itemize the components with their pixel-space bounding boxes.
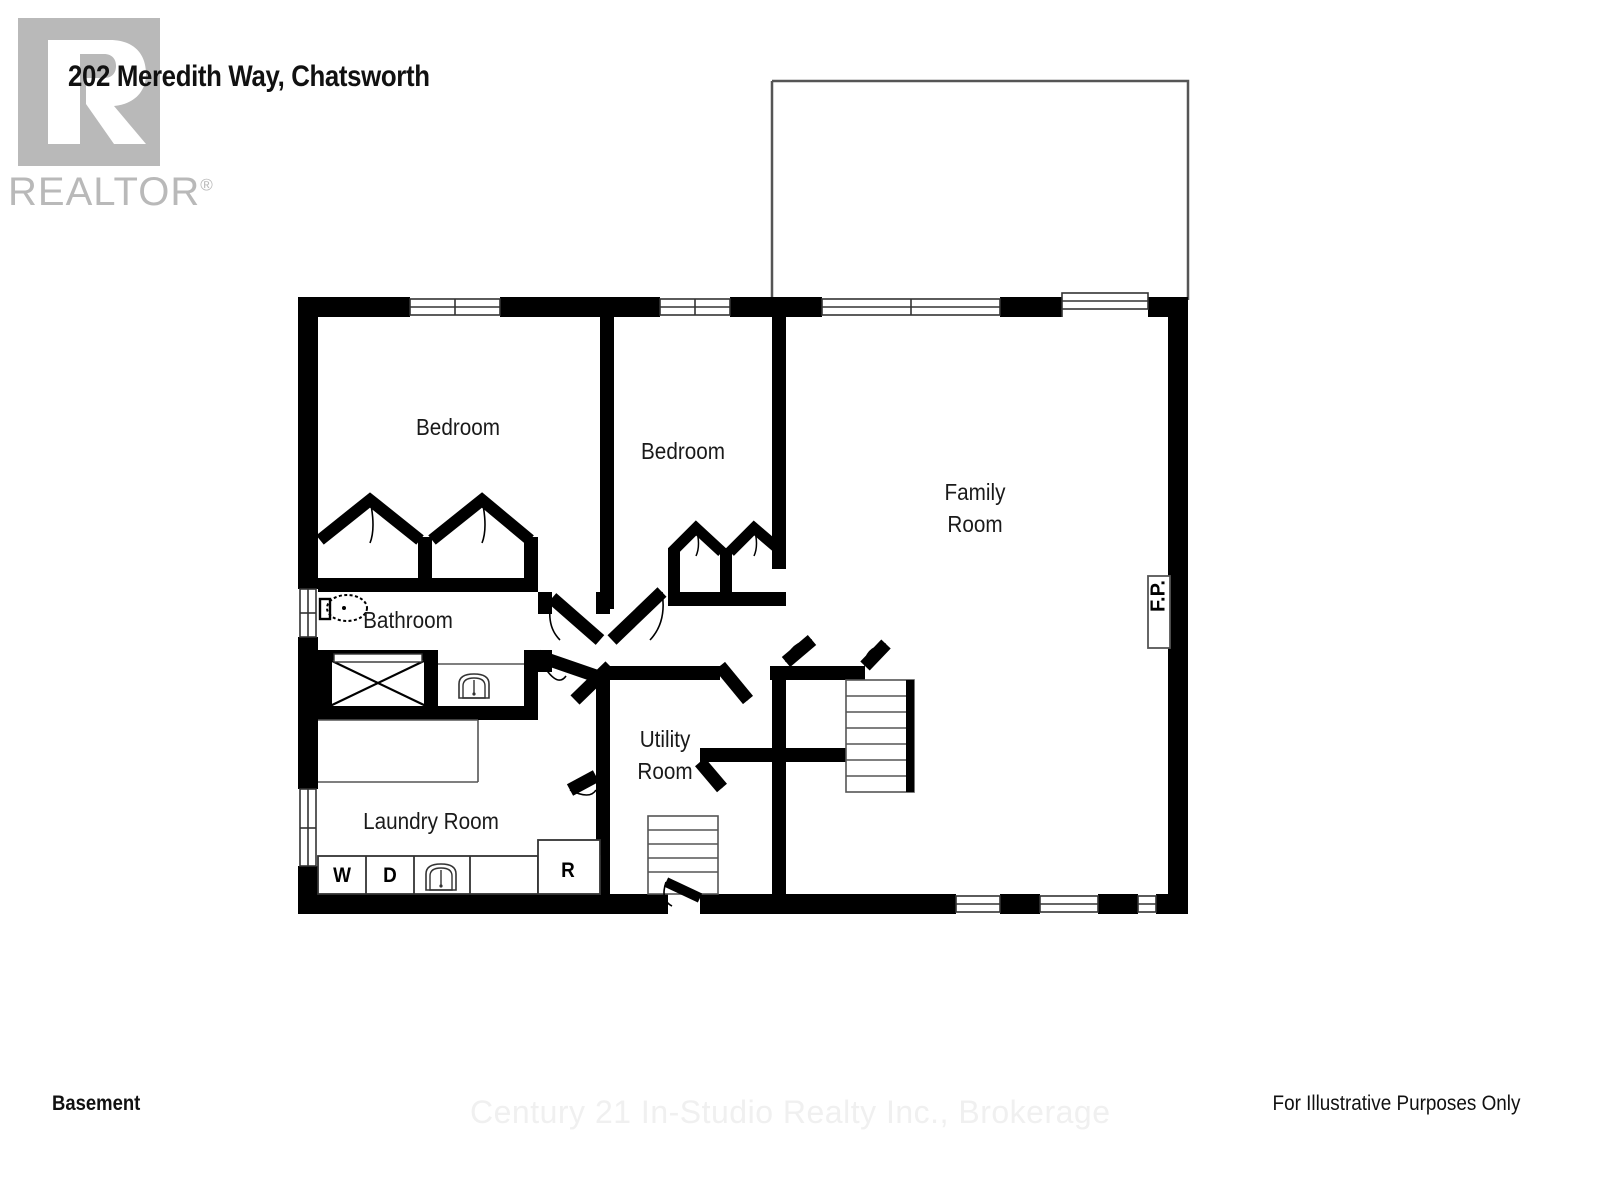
realtor-word-text: REALTOR xyxy=(8,170,201,214)
deck-outline xyxy=(770,79,1190,300)
room-label-bedroom-2: Bedroom xyxy=(641,438,725,464)
window-top-2 xyxy=(659,298,731,316)
room-label-utility-room: Utility Room xyxy=(637,726,693,784)
toilet-icon xyxy=(318,594,368,622)
registered-mark: ® xyxy=(200,175,214,195)
window-top-4 xyxy=(1061,292,1149,317)
page-title: 202 Meredith Way, Chatsworth xyxy=(68,60,430,93)
room-label-bedroom-1: Bedroom xyxy=(416,414,500,440)
brokerage-watermark: Century 21 In-Studio Realty Inc., Broker… xyxy=(470,1094,1111,1130)
fixture-label-refrigerator: R xyxy=(561,859,575,882)
room-label-bathroom: Bathroom xyxy=(363,607,453,633)
hallway-doors xyxy=(535,587,891,796)
fireplace-box xyxy=(1147,575,1171,649)
bathroom-fixtures xyxy=(318,594,524,783)
interior-walls xyxy=(318,297,914,904)
window-left-1 xyxy=(299,588,317,638)
bathroom-sink-icon xyxy=(438,663,524,699)
window-openings xyxy=(299,292,1157,913)
room-label-laundry-room: Laundry Room xyxy=(363,808,499,834)
window-bottom-2 xyxy=(1039,895,1099,913)
realtor-wordmark: REALTOR® xyxy=(8,170,214,215)
disclaimer-text: For Illustrative Purposes Only xyxy=(1272,1092,1520,1115)
floor-label: Basement xyxy=(52,1092,141,1115)
realtor-logo: REALTOR® xyxy=(8,18,213,214)
room-label-family-room: Family Room xyxy=(944,479,1006,537)
window-top-1 xyxy=(409,298,501,316)
window-left-2 xyxy=(299,788,317,867)
fixture-label-washer: W xyxy=(333,864,351,887)
window-top-3 xyxy=(821,298,1001,316)
window-bottom-3 xyxy=(1137,895,1157,913)
fixture-label-fireplace: F.P. xyxy=(1147,580,1170,612)
laundry-fixtures xyxy=(317,839,601,895)
closet-doors-bedroom-2 xyxy=(668,520,786,557)
window-bottom-1 xyxy=(955,895,1001,913)
closet-doors-bedroom-1 xyxy=(316,492,534,545)
realtor-r-icon xyxy=(18,18,160,166)
fixture-label-dryer: D xyxy=(383,864,397,887)
laundry-sink-icon xyxy=(425,863,457,891)
lower-staircase xyxy=(647,815,719,907)
shower-icon xyxy=(329,653,427,707)
upper-staircase xyxy=(845,679,915,793)
